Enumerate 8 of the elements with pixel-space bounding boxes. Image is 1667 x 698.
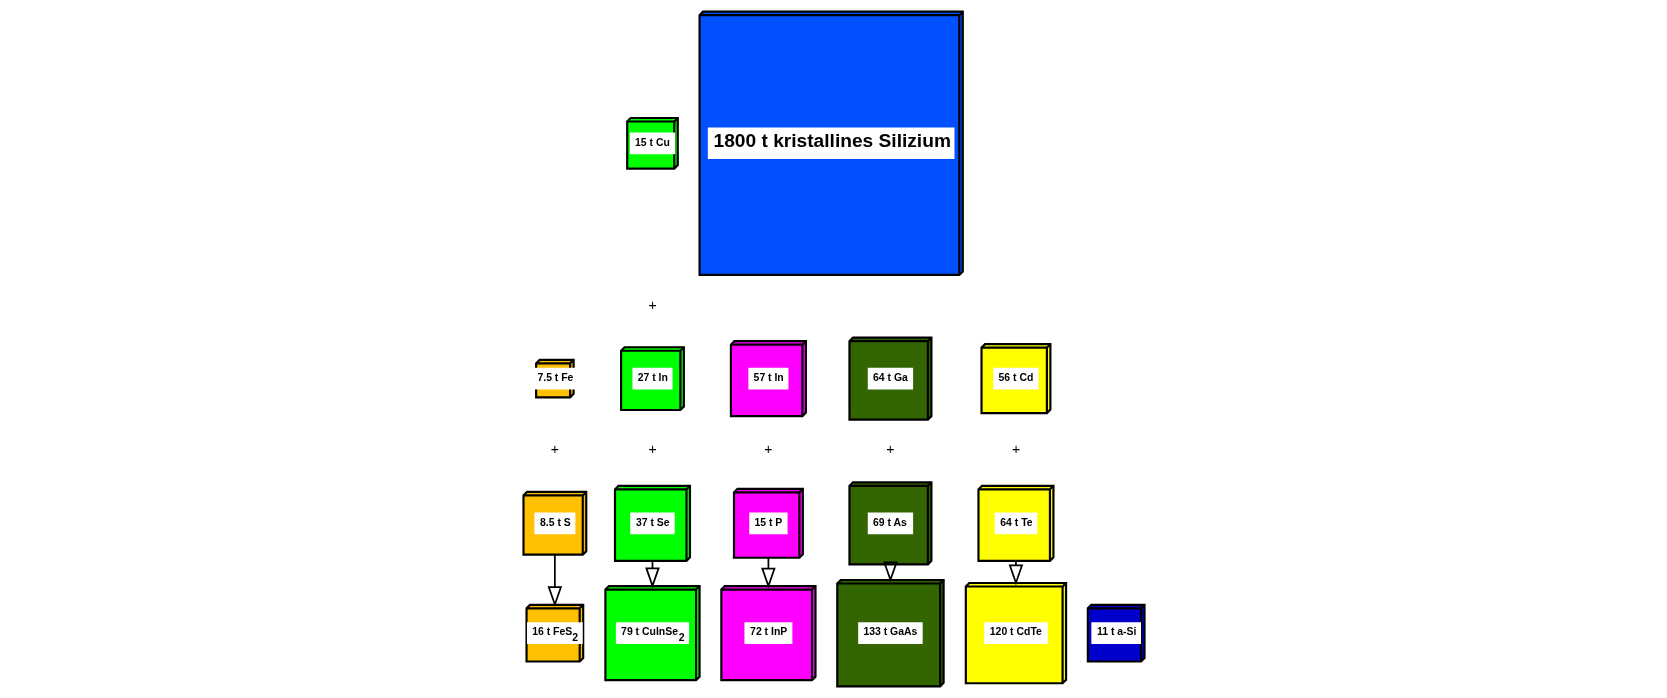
label: +: [647, 296, 657, 313]
label: +: [647, 441, 657, 458]
label: +: [885, 441, 895, 458]
label: +: [1011, 441, 1020, 458]
label: +: [763, 441, 772, 458]
arrow: [882, 561, 898, 583]
label: +: [550, 441, 559, 458]
arrow: [547, 554, 562, 608]
